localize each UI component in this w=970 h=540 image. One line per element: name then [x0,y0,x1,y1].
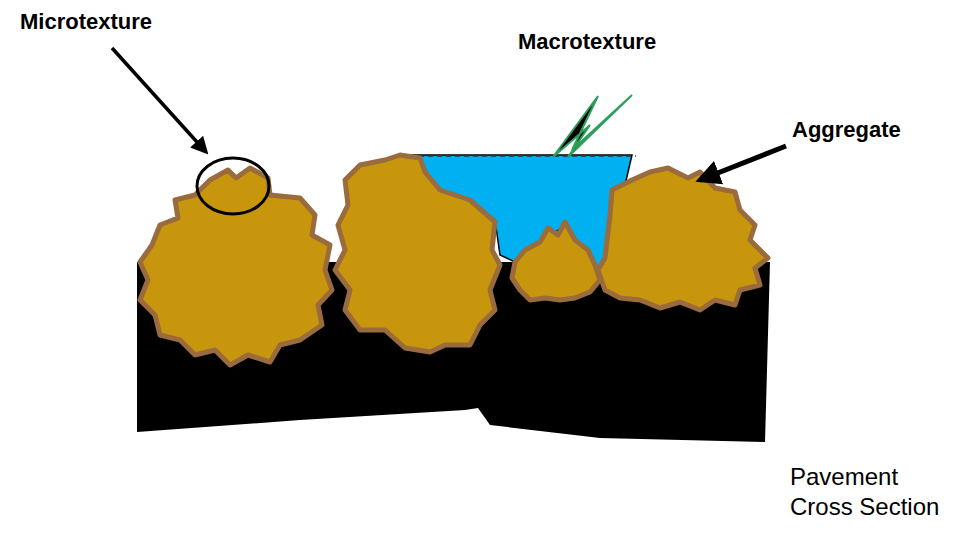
aggregate-stone [598,168,768,310]
leader-arrow [112,48,206,152]
tire-tread [553,95,632,157]
microtexture-circle [197,158,269,214]
figure-caption-label: Pavement Cross Section [790,462,960,522]
aggregate-stone [140,168,332,365]
callout-label: Aggregate [792,116,901,144]
aggregate-stone [512,222,600,300]
callout-label: Macrotexture [518,28,656,56]
water-surface [410,155,636,157]
aggregate-stone [335,155,500,352]
leader-arrow [700,146,786,180]
callout-label: Microtexture [20,8,152,36]
